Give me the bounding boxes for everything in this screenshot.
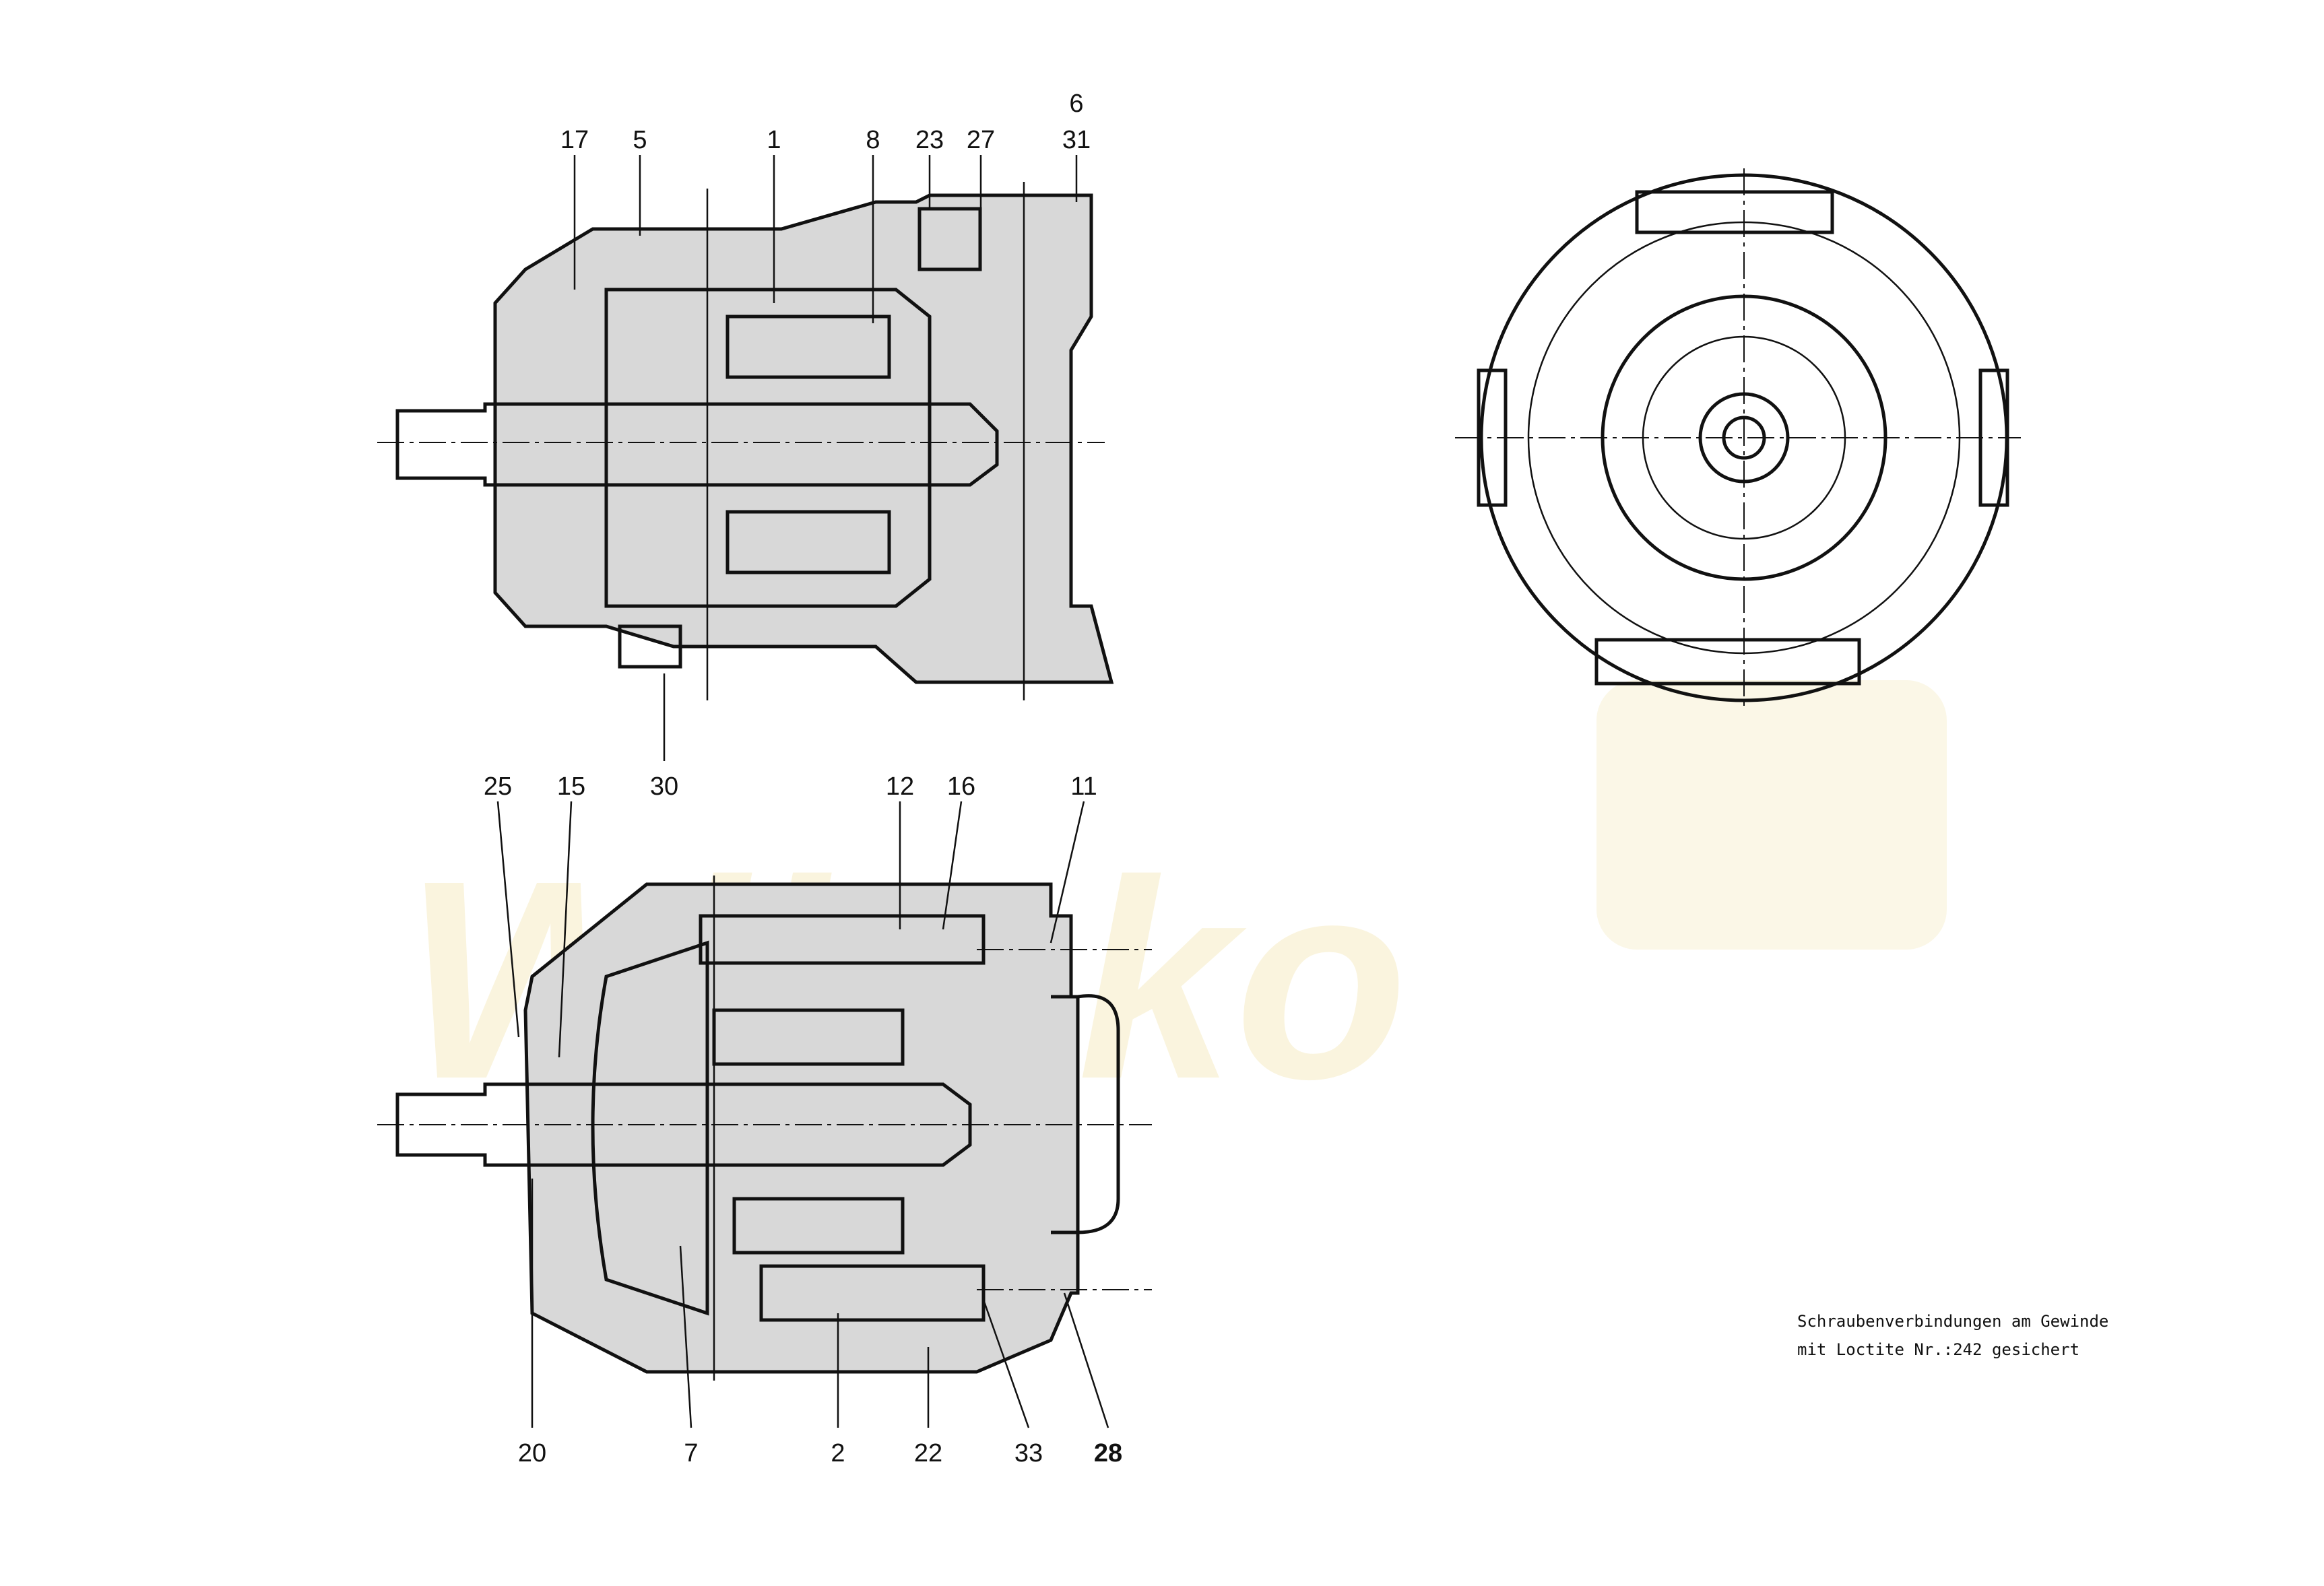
part-label: 11: [1070, 772, 1097, 801]
assembly-note: Schraubenverbindungen am Gewinde mit Loc…: [1797, 1312, 2108, 1359]
part-label: 27: [967, 126, 995, 154]
leader-lines: [496, 155, 1109, 1428]
part-label: 17: [560, 126, 589, 154]
part-label: 5: [633, 126, 647, 154]
part-label: 25: [484, 772, 512, 801]
part-label: 8: [866, 126, 880, 154]
part-label: 16: [947, 772, 975, 801]
end-view: [1455, 168, 2021, 707]
bottom-section-view: [377, 875, 1152, 1381]
bottom-view-labels: 25 15 12 16 11 20 7 2 22 33 28: [484, 772, 1122, 1467]
part-label: 33: [1014, 1439, 1043, 1467]
part-label: 15: [557, 772, 585, 801]
part-label: 12: [886, 772, 914, 801]
note-line-2: mit Loctite Nr.:242 gesichert: [1797, 1340, 2079, 1359]
watermark-logo-icon: [1596, 680, 1947, 950]
part-label: 20: [518, 1439, 546, 1467]
part-label: 31: [1062, 126, 1091, 154]
part-label: 30: [650, 772, 678, 801]
part-label: 1: [767, 126, 781, 154]
part-label: 7: [684, 1439, 698, 1467]
part-label: 6: [1069, 90, 1083, 118]
part-label: 2: [831, 1439, 845, 1467]
part-label: 23: [915, 126, 944, 154]
note-line-1: Schraubenverbindungen am Gewinde: [1797, 1312, 2108, 1331]
part-label: 22: [914, 1439, 942, 1467]
top-section-view: [377, 182, 1114, 700]
top-view-labels: 17 5 1 8 23 27 6 31 30: [560, 90, 1091, 801]
part-label: 28: [1094, 1439, 1122, 1467]
